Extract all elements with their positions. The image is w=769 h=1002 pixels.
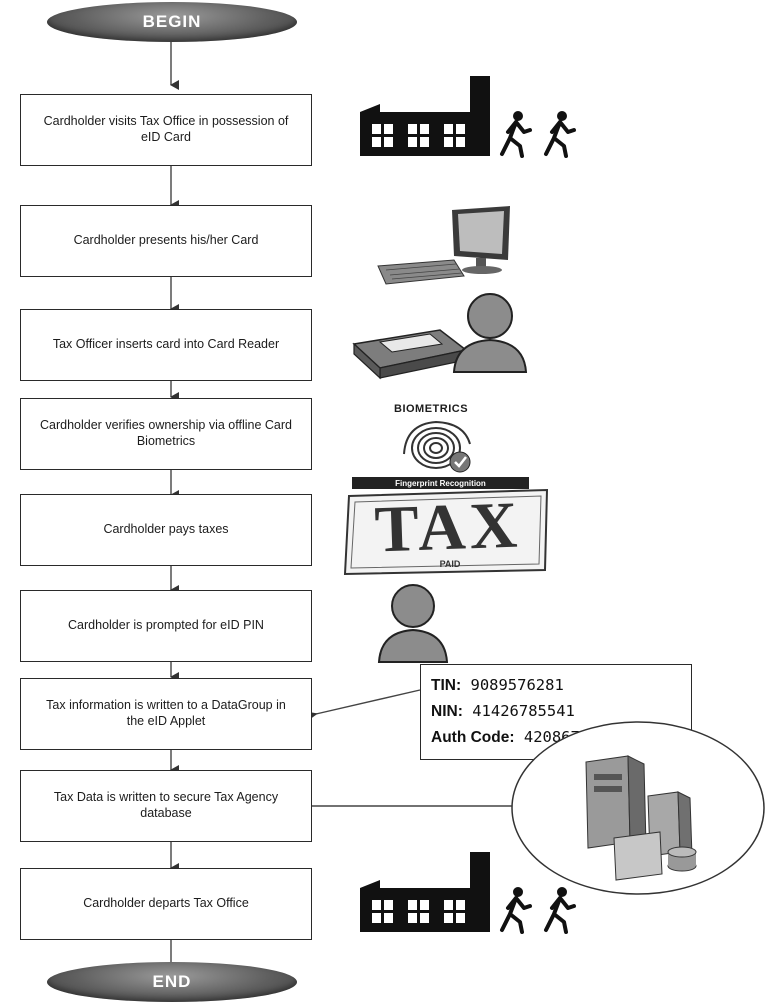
step-4-text: Cardholder verifies ownership via offlin… bbox=[40, 418, 292, 448]
begin-label: BEGIN bbox=[142, 12, 202, 31]
step-5-pay-taxes: Cardholder pays taxes bbox=[20, 494, 312, 566]
arrow-info-to-step7 bbox=[305, 689, 421, 722]
biometrics-caption: Fingerprint Recognition bbox=[352, 477, 529, 489]
walking-person-icon bbox=[544, 111, 576, 158]
walking-person-icon bbox=[544, 887, 576, 934]
person-icon bbox=[452, 293, 528, 373]
server-icon bbox=[511, 721, 765, 895]
step-2-present-card: Cardholder presents his/her Card bbox=[20, 205, 312, 277]
step-7-text: Tax information is written to a DataGrou… bbox=[46, 698, 286, 728]
nin-row: NIN: 41426785541 bbox=[431, 699, 681, 725]
tin-row: TIN: 9089576281 bbox=[431, 673, 681, 699]
step-9-depart-office: Cardholder departs Tax Office bbox=[20, 868, 312, 940]
step-7-write-datagroup: Tax information is written to a DataGrou… bbox=[20, 678, 312, 750]
nin-label: NIN: bbox=[431, 702, 463, 720]
tax-stamp-sub: PAID bbox=[439, 559, 461, 569]
begin-terminal: BEGIN bbox=[47, 2, 297, 42]
walking-person-icon bbox=[500, 887, 532, 934]
step-1-visit-office: Cardholder visits Tax Office in possessi… bbox=[20, 94, 312, 166]
step-6-text: Cardholder is prompted for eID PIN bbox=[68, 618, 264, 633]
end-terminal: END bbox=[47, 962, 297, 1002]
tin-label: TIN: bbox=[431, 677, 462, 694]
tax-stamp-word: TAX bbox=[373, 488, 523, 567]
auth-label: Auth Code: bbox=[431, 728, 515, 746]
step-3-text: Tax Officer inserts card into Card Reade… bbox=[52, 337, 280, 352]
end-label: END bbox=[152, 972, 192, 991]
tax-paid-stamp-icon bbox=[343, 488, 549, 576]
factory-icon bbox=[360, 852, 490, 932]
step-2-text: Cardholder presents his/her Card bbox=[73, 233, 259, 248]
nin-value: 41426785541 bbox=[472, 701, 575, 720]
biometrics-title: BIOMETRICS bbox=[394, 403, 469, 415]
step-5-text: Cardholder pays taxes bbox=[103, 522, 229, 537]
step-1-text: Cardholder visits Tax Office in possessi… bbox=[43, 114, 289, 144]
walking-person-icon bbox=[500, 111, 532, 158]
fingerprint-icon bbox=[403, 420, 471, 473]
step-9-text: Cardholder departs Tax Office bbox=[83, 896, 249, 911]
person-icon bbox=[377, 584, 449, 663]
step-6-pin-prompt: Cardholder is prompted for eID PIN bbox=[20, 590, 312, 662]
tin-value: 9089576281 bbox=[470, 676, 564, 694]
step-8-text: Tax Data is written to secure Tax Agency… bbox=[53, 790, 279, 820]
computer-icon bbox=[377, 206, 510, 285]
step-4-verify-biometrics: Cardholder verifies ownership via offlin… bbox=[20, 398, 312, 470]
factory-icon bbox=[360, 76, 490, 156]
step-3-insert-card: Tax Officer inserts card into Card Reade… bbox=[20, 309, 312, 381]
step-8-write-database: Tax Data is written to secure Tax Agency… bbox=[20, 770, 312, 842]
